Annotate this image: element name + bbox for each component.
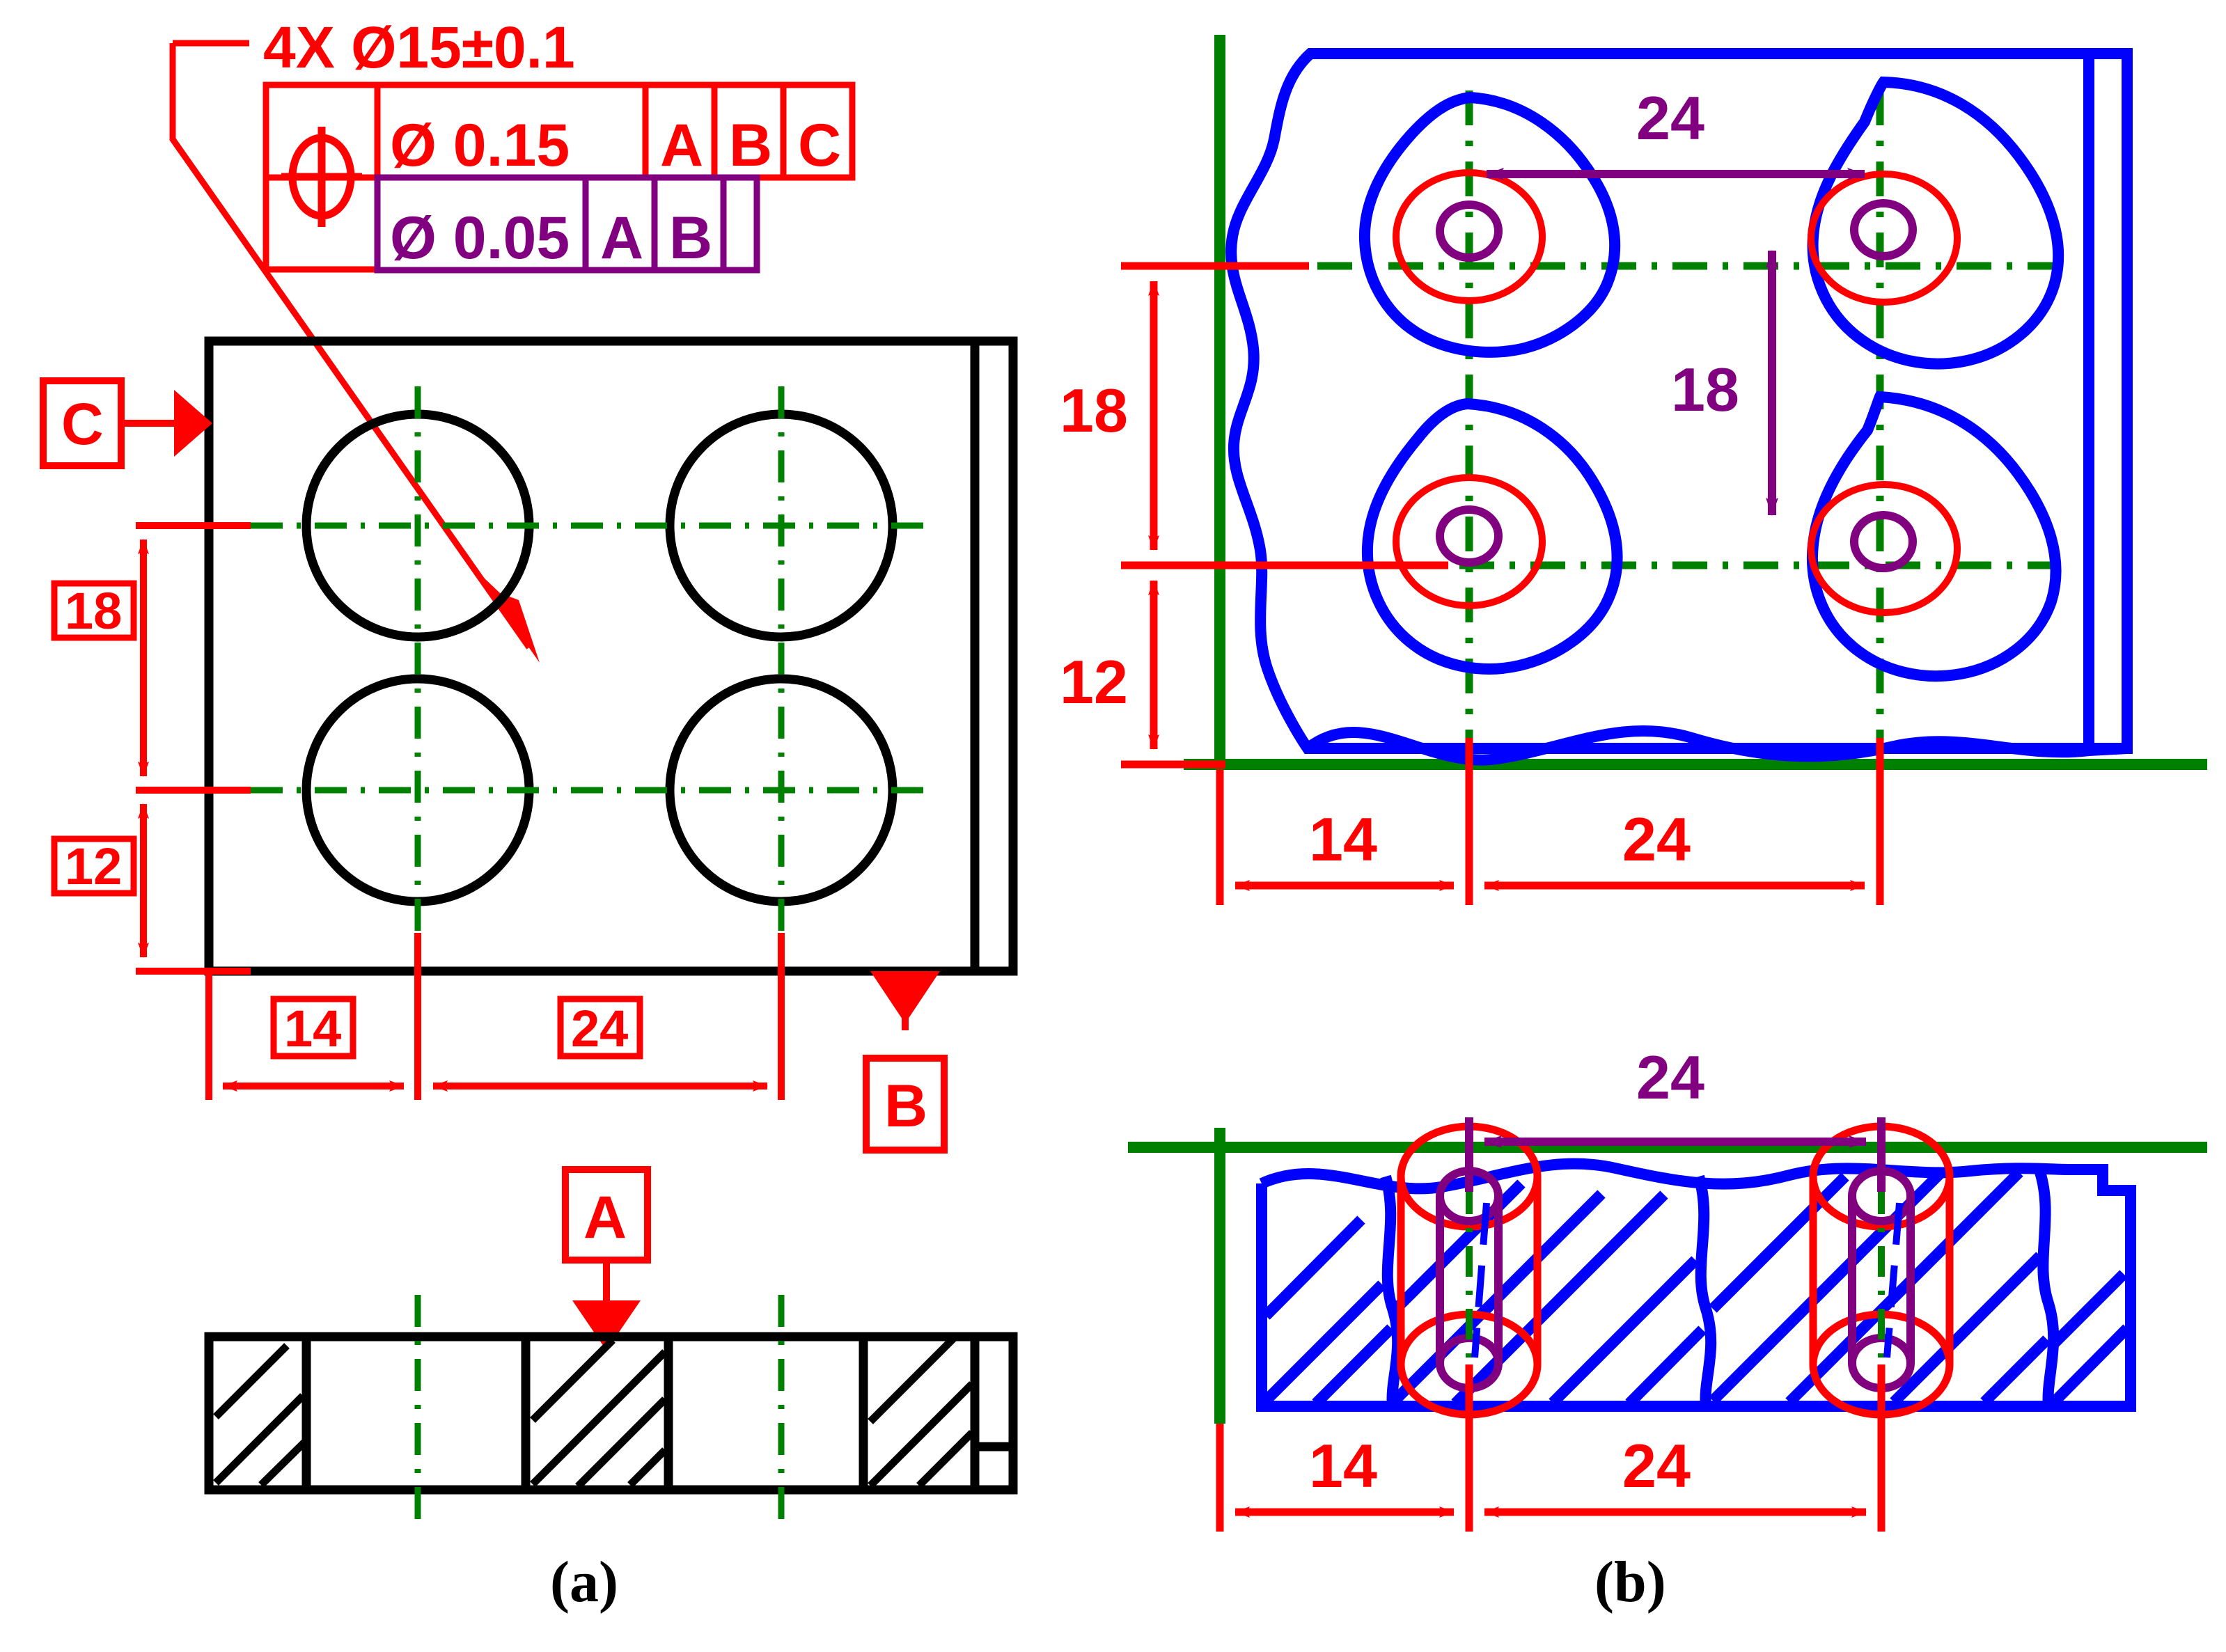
position-symbol <box>281 127 362 227</box>
dim-14-red-section-label: 14 <box>1309 1431 1377 1500</box>
dim-24-b-label: 24 <box>1622 805 1691 874</box>
measured-hole-tr <box>1807 76 2064 370</box>
dim-24-a-label: 24 <box>571 1000 628 1057</box>
dim-18-purple-b-label: 18 <box>1671 355 1739 424</box>
datum-b-label: B <box>884 1073 927 1140</box>
dimension-vertical-view-b: 18 12 <box>1060 262 1448 769</box>
measured-hole-section-right <box>1809 1122 1954 1419</box>
datum-a-label: A <box>583 1184 627 1251</box>
centerlines-view-b <box>1246 91 2061 738</box>
dimension-vertical-view-a: 18 12 <box>51 522 251 975</box>
fcf-datum-purple-b: B <box>669 205 712 272</box>
dimension-red-section-view-b: 14 24 <box>1216 1364 1886 1532</box>
dimension-purple-section-view-b: 24 <box>1465 1043 1886 1192</box>
centerlines-view-a <box>251 386 933 933</box>
caption-a: (a) <box>550 1550 618 1614</box>
fcf-datum-red-c: C <box>798 112 841 179</box>
datum-axes-view-b <box>1184 35 2207 770</box>
measured-contour-view-b <box>1225 48 2133 754</box>
dim-14-a-label: 14 <box>284 1000 341 1057</box>
dim-12-a-label: 12 <box>65 837 122 895</box>
part-outline-view-a <box>204 336 1018 976</box>
hidden-axes-section-view-b <box>1471 1202 1903 1358</box>
fcf-datum-red-a: A <box>660 112 703 179</box>
dimension-purple-view-b: 24 18 <box>1486 84 1865 516</box>
dimension-horizontal-view-a: 14 24 <box>205 933 785 1100</box>
measured-hole-tl <box>1358 91 1621 358</box>
fcf-datum-red-b: B <box>729 112 772 179</box>
section-view-a <box>204 1295 1018 1532</box>
fcf-datum-purple-a: A <box>600 205 643 272</box>
dim-18-a-label: 18 <box>65 582 122 640</box>
measured-section-outline-view-b <box>1256 1158 2136 1412</box>
dim-12-b-label: 12 <box>1060 647 1128 716</box>
feature-control-frame: Ø 0.15 A B C Ø 0.05 A B <box>262 81 856 274</box>
measured-contour-details-view-b <box>1304 54 2133 766</box>
dim-14-b-label: 14 <box>1309 805 1377 874</box>
caption-b: (b) <box>1594 1550 1666 1614</box>
measured-hole-br <box>1807 391 2062 682</box>
fcf-tolerance-purple: Ø 0.05 <box>390 205 570 272</box>
fcf-tolerance-red: Ø 0.15 <box>390 112 570 179</box>
datum-b: B <box>863 971 948 1154</box>
leader-line <box>169 40 540 663</box>
dim-24-purple-section-label: 24 <box>1636 1043 1704 1112</box>
datum-a: A <box>562 1166 651 1351</box>
dim-24-red-section-label: 24 <box>1622 1431 1691 1500</box>
dim-18-b-label: 18 <box>1060 376 1128 445</box>
hole-circles-view-a <box>301 409 898 906</box>
dimension-horizontal-view-b: 14 24 <box>1216 738 1884 905</box>
datum-c: C <box>40 377 212 469</box>
quantity-note: 4X Ø15±0.1 <box>263 15 575 80</box>
measured-hole-bl <box>1361 398 1623 675</box>
dim-24-purple-b-label: 24 <box>1636 84 1704 152</box>
datum-c-label: C <box>61 391 104 457</box>
